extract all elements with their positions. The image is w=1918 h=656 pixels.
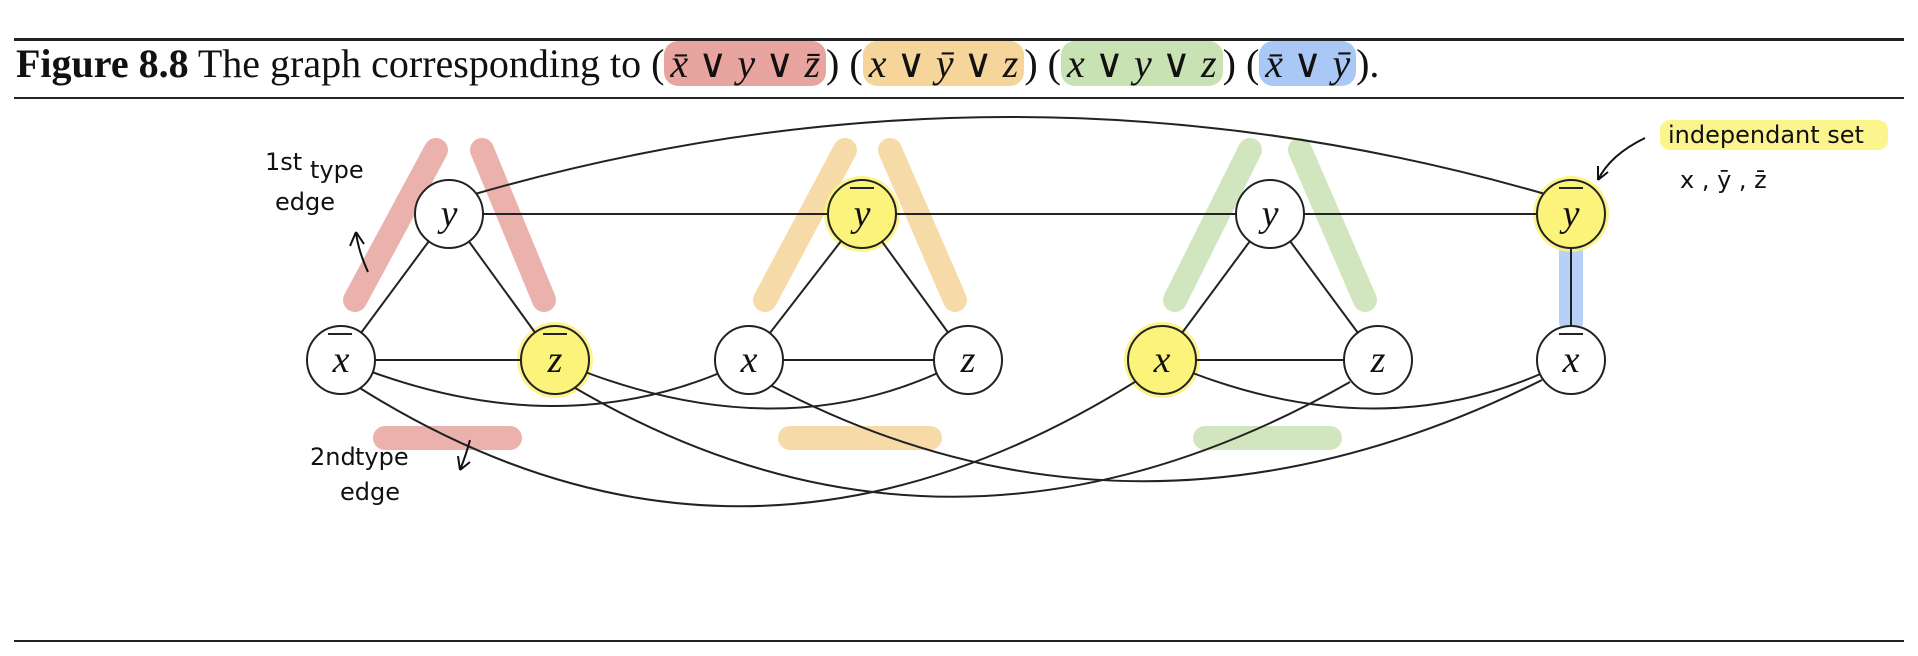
clause-4: x̄ ∨ ȳ — [1259, 41, 1357, 86]
node-y-bar-4: y — [1536, 179, 1606, 249]
edge-xbar1-x2 — [371, 371, 723, 407]
node-y-1: y — [414, 179, 484, 249]
clause-2-band-left — [753, 138, 857, 312]
clause-3-band-left — [1163, 138, 1262, 312]
independent-set-arrow-icon — [1597, 137, 1646, 181]
note-second-edge-word: edge — [340, 478, 400, 506]
clause-3: x ∨ y ∨ z — [1060, 41, 1223, 86]
clause-highlights — [343, 138, 1583, 450]
edge-zbar1-z3 — [569, 381, 1351, 498]
independent-set-highlight — [1660, 120, 1888, 150]
caption-bottom-rule — [14, 97, 1904, 99]
node-z-2: z — [933, 325, 1003, 395]
graph-nodes: y x z y x z y x — [306, 179, 1606, 395]
figure-caption: Figure 8.8 The graph corresponding to (x… — [16, 41, 1380, 86]
first-type-arrow-icon — [349, 231, 369, 273]
node-z-3: z — [1343, 325, 1413, 395]
reduction-graph: y x z y x z y x — [265, 116, 1888, 508]
node-x-3: x — [1127, 325, 1197, 395]
clause-2-band-right — [878, 138, 967, 312]
node-x-bar-1: x — [306, 325, 376, 395]
note-first-edge-word: edge — [275, 188, 335, 216]
independent-set-halos — [517, 176, 1609, 398]
node-x-2: x — [714, 325, 784, 395]
note-set-members: x , ȳ , z̄ — [1680, 166, 1767, 194]
svg-text:z: z — [1370, 339, 1386, 381]
handwritten-notes: 1st type edge 2nd type edge independant … — [265, 120, 1888, 506]
node-y-bar-2: y — [827, 179, 897, 249]
caption-text: The graph corresponding to — [197, 41, 642, 86]
edge-zbar1-z2 — [584, 371, 941, 410]
clause-1-band-right — [470, 138, 556, 312]
clause-2: x ∨ ȳ ∨ z — [862, 41, 1025, 86]
figure-label: Figure 8.8 — [16, 41, 189, 86]
svg-text:x: x — [332, 339, 350, 381]
top-rule — [14, 38, 1904, 41]
clause-1-band-left — [343, 138, 448, 312]
svg-text:z: z — [960, 339, 976, 381]
note-independent-set: independant set — [1668, 121, 1864, 149]
svg-text:z: z — [547, 339, 563, 381]
node-z-bar-1: z — [520, 325, 590, 395]
svg-text:y: y — [1559, 193, 1580, 235]
note-second-type-ordinal: 2nd — [310, 443, 356, 471]
clause-1: x̄ ∨ y ∨ z̄ — [664, 41, 827, 86]
node-y-3: y — [1235, 179, 1305, 249]
note-first-type-ordinal: 1st — [265, 148, 302, 176]
node-x-bar-4: x — [1536, 325, 1606, 395]
note-second-type-word: type — [355, 443, 409, 471]
svg-text:y: y — [437, 193, 458, 235]
edge-x2-xbar4 — [769, 379, 1543, 483]
clause-3-band-right — [1288, 138, 1377, 312]
edge-x3-xbar4 — [1189, 371, 1546, 410]
svg-text:y: y — [1258, 193, 1279, 235]
note-first-type-word: type — [310, 156, 364, 184]
svg-text:x: x — [740, 339, 758, 381]
edge-y1-ybar4-arc — [474, 116, 1546, 195]
svg-text:y: y — [850, 193, 871, 235]
svg-text:x: x — [1153, 339, 1171, 381]
bottom-rule — [14, 640, 1904, 642]
svg-text:x: x — [1562, 339, 1580, 381]
edge-xbar1-x3 — [354, 379, 1139, 508]
second-type-arrow-icon — [457, 439, 471, 471]
